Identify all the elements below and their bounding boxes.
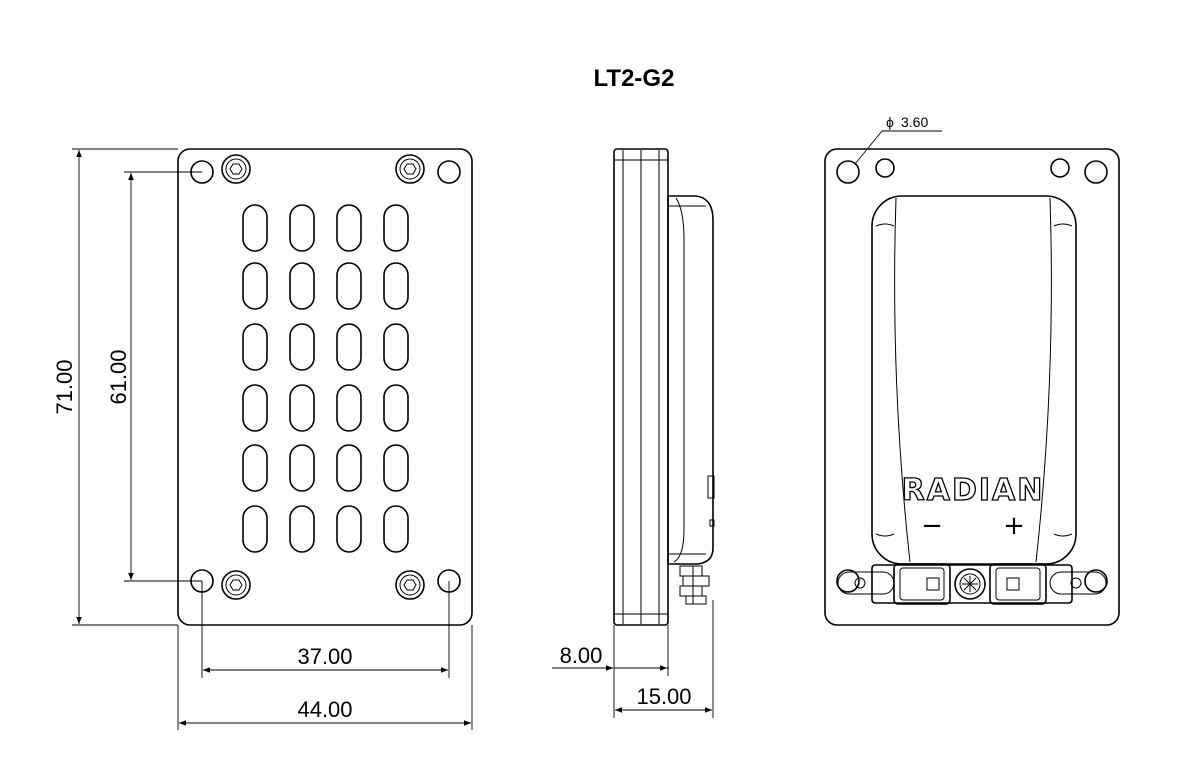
front-view — [177, 148, 473, 626]
vent-slot — [289, 384, 315, 432]
brand-logo: RADIAN — [902, 473, 1045, 508]
vent-slot — [242, 505, 268, 553]
vent-slot — [242, 204, 268, 252]
front-slot-grid — [242, 204, 409, 553]
terminal-lug-left — [837, 571, 895, 595]
hex-screw-bottom-right — [395, 570, 425, 600]
back-plate-outline — [824, 148, 1120, 626]
back-view: ϕ 3.60 RADIAN − + — [824, 114, 1120, 626]
negative-terminal-label: − — [921, 511, 943, 541]
back-terminal-strip — [837, 563, 1107, 605]
back-mount-hole-bottom-right — [1084, 569, 1108, 593]
vent-slot — [289, 323, 315, 371]
vent-slot — [336, 262, 362, 310]
vent-slot — [242, 384, 268, 432]
hole-diameter-label: 3.60 — [901, 114, 928, 130]
hole-spacing-vertical-label: 61.00 — [106, 349, 131, 404]
overall-width-label: 44.00 — [297, 697, 352, 722]
back-hole-top-left-small — [875, 158, 895, 178]
terminal-block-positive — [989, 563, 1047, 605]
hex-screw-top-left — [221, 154, 251, 184]
terminal-lug-right — [1049, 571, 1107, 595]
overall-height-label: 71.00 — [52, 359, 77, 414]
vent-slot — [383, 262, 409, 310]
vent-slot — [336, 204, 362, 252]
vent-slot — [383, 384, 409, 432]
front-plate-outline — [177, 148, 473, 626]
overall-depth-label: 15.00 — [636, 684, 691, 709]
vent-slot — [336, 323, 362, 371]
hex-screw-bottom-left — [221, 570, 251, 600]
vent-slot — [289, 505, 315, 553]
positive-terminal-label: + — [1003, 511, 1025, 541]
vent-slot — [336, 505, 362, 553]
vent-slot — [289, 444, 315, 492]
back-mount-hole-bottom-left — [836, 569, 860, 593]
side-terminal-tab — [707, 475, 715, 499]
vent-slot — [383, 505, 409, 553]
back-mount-hole-top-left — [836, 160, 860, 184]
vent-slot — [336, 384, 362, 432]
hole-spacing-horizontal-label: 37.00 — [297, 644, 352, 669]
side-dimensions: 8.00 15.00 — [552, 600, 714, 718]
side-terminal-screw — [679, 565, 710, 605]
vent-slot — [383, 444, 409, 492]
vent-slot — [336, 444, 362, 492]
side-view — [613, 148, 715, 626]
hole-diameter-symbol: ϕ — [886, 114, 894, 130]
vent-slot — [242, 262, 268, 310]
vent-slot — [289, 204, 315, 252]
hole-diameter-leader — [854, 130, 883, 165]
back-hole-top-right-small — [1050, 158, 1070, 178]
drawing-title: LT2-G2 — [594, 65, 675, 92]
vent-slot — [242, 444, 268, 492]
back-magnet-housing — [871, 195, 1077, 565]
side-rear-housing — [667, 195, 714, 565]
back-mount-hole-top-right — [1084, 160, 1108, 184]
vent-slot — [242, 323, 268, 371]
vent-slot — [383, 204, 409, 252]
terminal-block-negative — [893, 563, 951, 605]
vent-slot — [289, 262, 315, 310]
hex-screw-top-right — [395, 154, 425, 184]
front-dimensions: 71.00 61.00 37.00 44.00 — [52, 148, 473, 730]
plate-thickness-label: 8.00 — [560, 643, 603, 668]
vent-slot — [383, 323, 409, 371]
terminal-center-screw — [954, 568, 986, 600]
mount-hole-top-right — [437, 160, 461, 184]
